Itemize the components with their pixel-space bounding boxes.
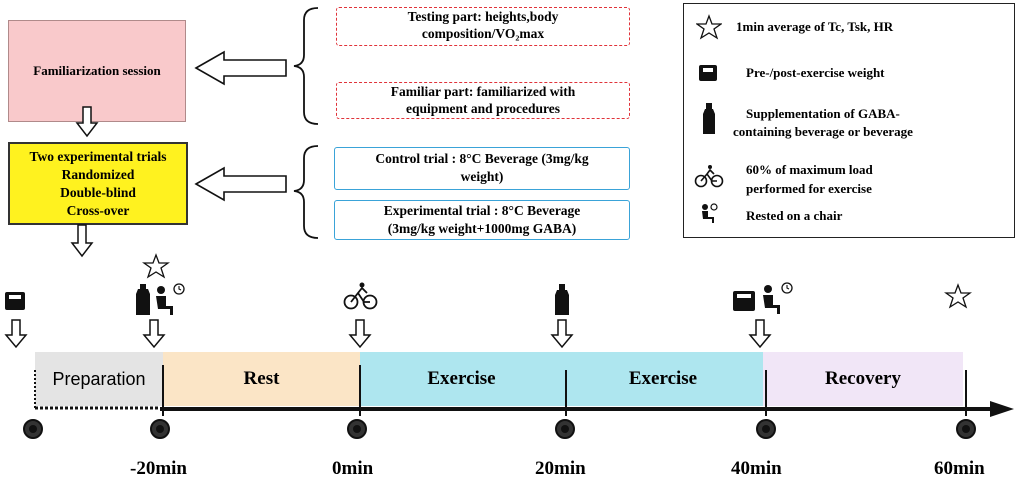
familiarization-box: Familiarization session: [8, 20, 186, 122]
legend-item-4-line-1: 60% of maximum load: [746, 162, 873, 177]
arrow-down-familiarization: [75, 106, 99, 138]
legend-item-3-line-2: containing beverage or beverage: [733, 124, 913, 139]
phase-exercise-2: Exercise: [563, 352, 763, 406]
time-label-40: 40min: [731, 458, 782, 479]
star-icon: [696, 14, 722, 40]
phase-exercise-1: Exercise: [360, 352, 563, 406]
timepoint-markers: [23, 419, 976, 439]
trials-line-2: Randomized: [61, 166, 135, 182]
familiar-part-box: Familiar part: familiarized with equipme…: [336, 82, 630, 119]
phase-preparation-label: Preparation: [52, 368, 146, 389]
phase-exercise-1-label: Exercise: [427, 368, 496, 389]
familiar-part-line-1: Familiar part: familiarized with: [390, 84, 576, 99]
experimental-trial-line-1: Experimental trial : 8°C Beverage: [383, 203, 581, 218]
arrow-down-minus20: [142, 319, 166, 349]
trials-box: Two experimental trials Randomized Doubl…: [8, 142, 188, 225]
experimental-trial-box: Experimental trial : 8°C Beverage (3mg/k…: [334, 200, 630, 240]
brace-top: [293, 7, 319, 125]
scale-and-chair-icon: [733, 282, 793, 314]
arrow-down-20: [550, 319, 574, 349]
legend-item-3-line-1: Supplementation of GABA-: [746, 106, 900, 121]
trials-line-3: Double-blind: [60, 184, 136, 200]
bicycle-icon: [694, 165, 724, 188]
arrow-left-familiarization: [194, 50, 287, 86]
trials-line-1: Two experimental trials: [29, 148, 167, 164]
legend-box: 1min average of Tc, Tsk, HR Pre-/post-ex…: [683, 3, 1015, 238]
time-label-20: 20min: [535, 458, 586, 479]
phase-rest: Rest: [163, 352, 360, 406]
bottle-and-chair-icon: [136, 283, 185, 315]
timeline-axis: [23, 365, 1014, 439]
testing-part-line-1: Testing part: heights,body: [407, 9, 559, 24]
bottle-icon: [703, 103, 715, 134]
star-icon: [944, 283, 972, 309]
testing-part-line-2: composition/VO₂max: [421, 26, 545, 41]
chair-icon: [702, 203, 718, 223]
phase-preparation: Preparation: [35, 352, 163, 406]
arrow-down-0: [348, 319, 372, 349]
familiarization-label: Familiarization session: [33, 63, 161, 78]
legend-item-5-label: Rested on a chair: [746, 208, 843, 223]
arrow-left-trials: [194, 166, 287, 202]
familiar-part-line-2: equipment and procedures: [405, 101, 561, 116]
control-trial-line-1: Control trial : 8°C Beverage (3mg/kg: [375, 151, 589, 166]
phase-recovery-label: Recovery: [825, 368, 901, 389]
bottle-icon: [555, 284, 569, 315]
phase-recovery: Recovery: [763, 352, 963, 406]
legend-item-1-label: 1min average of Tc, Tsk, HR: [736, 19, 894, 34]
testing-part-box: Testing part: heights,body composition/V…: [336, 7, 630, 46]
experimental-trial-line-2: (3mg/kg weight+1000mg GABA): [387, 221, 577, 236]
brace-bottom: [293, 145, 319, 239]
phase-rest-label: Rest: [243, 368, 280, 389]
trials-line-4: Cross-over: [66, 202, 130, 218]
star-icon: [142, 253, 170, 279]
control-trial-box: Control trial : 8°C Beverage (3mg/kg wei…: [334, 147, 630, 190]
control-trial-line-2: weight): [460, 169, 504, 184]
legend-item-2-label: Pre-/post-exercise weight: [746, 65, 885, 80]
scale-icon: [5, 292, 25, 310]
time-label-0: 0min: [332, 458, 374, 479]
time-label-minus20: -20min: [130, 458, 187, 479]
arrow-down-trials: [70, 224, 94, 258]
scale-icon: [699, 65, 717, 81]
bicycle-icon: [343, 282, 378, 310]
legend-item-4-line-2: performed for exercise: [746, 181, 872, 196]
arrow-down-start: [4, 319, 28, 349]
time-label-60: 60min: [934, 458, 985, 479]
phase-exercise-2-label: Exercise: [628, 368, 698, 389]
arrow-down-40: [748, 319, 772, 349]
